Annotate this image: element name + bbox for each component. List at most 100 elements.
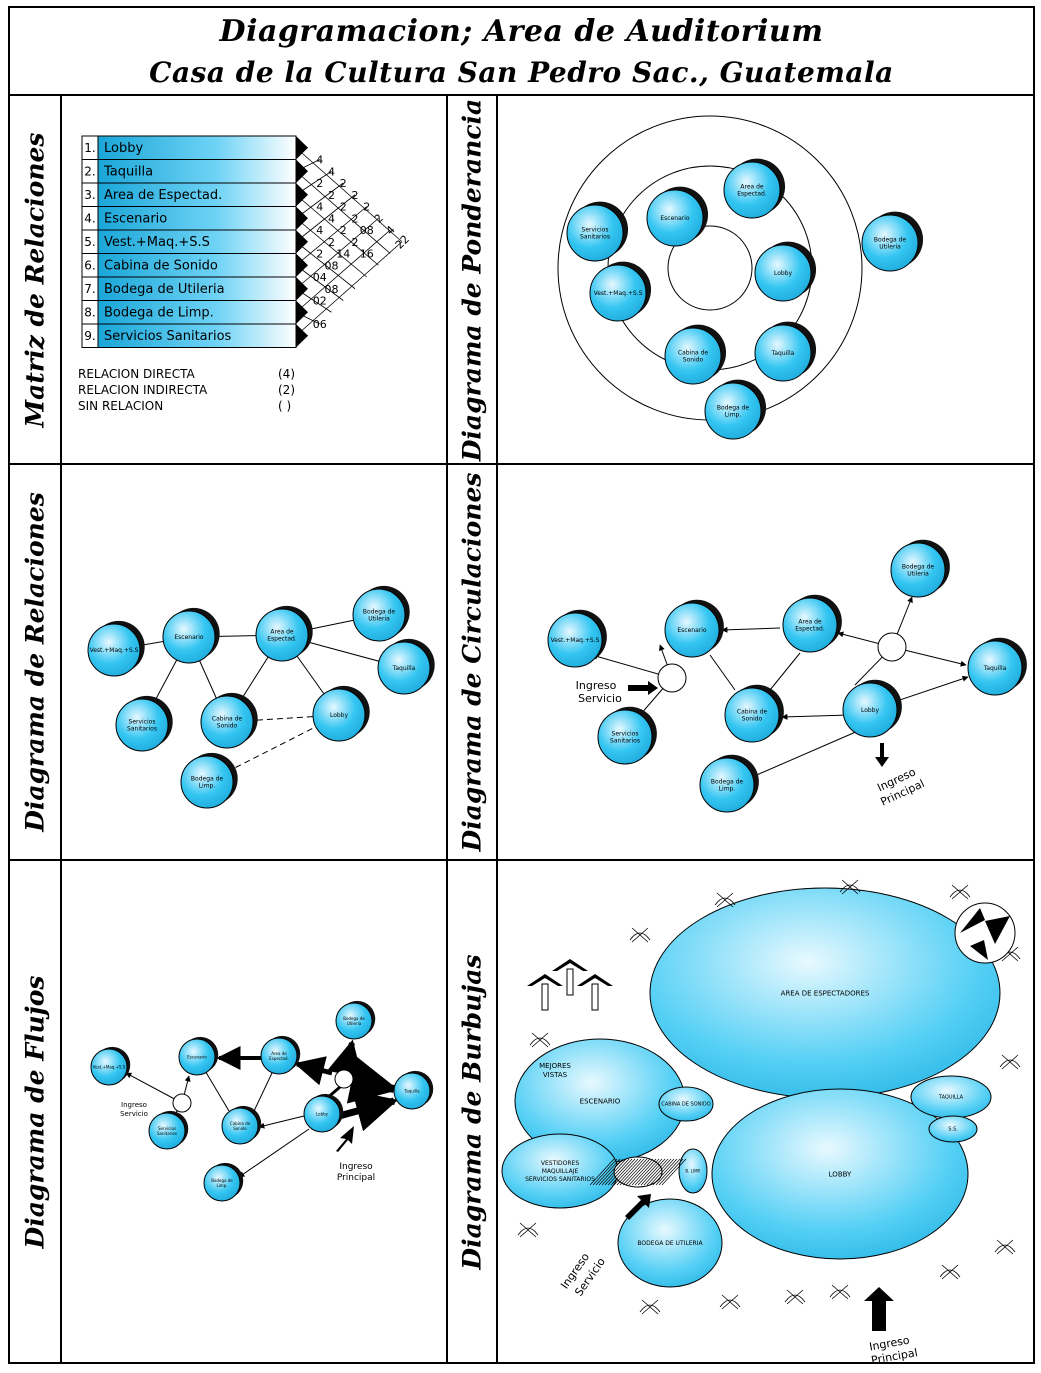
circulation-arrow — [781, 713, 851, 720]
bubble-label: S.S. — [948, 1127, 958, 1133]
matrix-grid-line — [295, 288, 332, 313]
row-divider-1 — [10, 463, 1033, 465]
legend-row: RELACION INDIRECTA (2) — [78, 382, 295, 398]
view-marker — [829, 1284, 851, 1300]
node-label: Servicios — [582, 227, 609, 234]
vista-roof — [577, 974, 613, 986]
row-number: 9. — [84, 329, 95, 343]
hatch-line — [619, 1158, 645, 1186]
node-circle — [754, 244, 812, 302]
view-line — [996, 1239, 1014, 1255]
matrix-value: 2 — [352, 236, 359, 249]
node-circle — [352, 588, 406, 642]
row-number: 6. — [84, 259, 95, 273]
matrix-grid-line — [295, 147, 403, 243]
node-label: Vest.+Maq.+S.S — [90, 647, 139, 654]
node-vestidores: Vest.+Maq.+S.S — [547, 609, 607, 668]
node-circle — [87, 623, 141, 677]
view-arc — [839, 884, 861, 893]
view-arc — [994, 1244, 1016, 1253]
matrix-value: 08 — [325, 259, 339, 272]
matrix-value: 08 — [325, 283, 339, 296]
label-circulaciones: Diagrama de Circulaciones — [457, 472, 487, 852]
bubble-ellipse — [928, 1115, 978, 1143]
hatch-line — [598, 1158, 624, 1186]
node-taquilla: Taquilla — [967, 637, 1027, 696]
node-lobby: Lobby — [312, 685, 370, 742]
node-label: Sonido — [233, 1126, 247, 1131]
node-circle — [699, 757, 755, 813]
label-relaciones: Diagrama de Relaciones — [20, 492, 50, 832]
service-entry-arrow — [625, 1194, 651, 1220]
circulation-line — [709, 654, 736, 691]
node-label: Bodega de — [874, 237, 906, 244]
node-label: Vest.+Maq.+S.S — [93, 1064, 126, 1069]
mejores-vistas-icon — [527, 959, 613, 1011]
node-label: Escenario — [187, 1054, 207, 1059]
legend-row: RELACION DIRECTA (4) — [78, 366, 295, 382]
vista-post — [541, 983, 549, 1011]
label-cell-circulaciones: Diagrama de Circulaciones — [448, 465, 498, 859]
main-title: Diagramacion; Area de Auditorium — [219, 14, 824, 49]
bubble-ellipse — [711, 1088, 969, 1260]
row-number: 4. — [84, 212, 95, 226]
bubble-servicios-sanitarios: S.S. — [928, 1115, 978, 1143]
view-arc — [939, 1269, 961, 1278]
view-line — [941, 1264, 959, 1280]
node-circle — [597, 709, 653, 765]
view-marker — [529, 1032, 551, 1048]
matrix-grid-line — [295, 229, 391, 313]
node-label: Limp. — [725, 412, 742, 419]
node-label: Sanitarios — [157, 1131, 177, 1136]
node-label: Sanitarios — [580, 234, 610, 241]
node-label: Taquilla — [403, 1088, 420, 1093]
legend-label: SIN RELACION — [78, 399, 164, 413]
node-circle — [148, 1112, 186, 1150]
view-marker — [714, 892, 736, 908]
node-circle — [547, 612, 603, 668]
hatch-line — [643, 1158, 669, 1186]
matrix-row: 7.Bodega de Utileria — [81, 276, 308, 301]
bubble-label: TAQUILLA — [938, 1095, 964, 1101]
node-lobby: Lobby — [754, 241, 817, 302]
bubble-cabina: CABINA DE SONIDO — [658, 1086, 714, 1122]
node-label: Utileria — [368, 616, 390, 623]
bubble-area-espectadores: AREA DE ESPECTADORES — [649, 887, 1001, 1099]
matrix-grid-line — [295, 182, 344, 219]
node-label: Sanitarios — [610, 738, 640, 745]
matrix-grid-line — [295, 217, 368, 278]
main-entry-arrow — [336, 1126, 354, 1152]
node-escenario: Escenario — [664, 599, 724, 658]
node-circle — [162, 610, 216, 664]
node-circle — [335, 1002, 373, 1040]
circulation-arrow — [751, 730, 859, 778]
node-circle — [303, 1095, 341, 1133]
row-marker — [296, 300, 308, 324]
row-label: Vest.+Maq.+S.S — [104, 235, 210, 250]
node-circle — [178, 1038, 216, 1076]
vista-roof — [552, 959, 588, 971]
hatch-line — [616, 1158, 642, 1186]
row-label: Taquilla — [103, 165, 153, 180]
label-matriz: Matriz de Relaciones — [20, 131, 50, 428]
label-flujos: Diagrama de Flujos — [20, 975, 50, 1248]
matrix-value: 2 — [363, 201, 370, 214]
node-escenario: Escenario — [162, 607, 220, 664]
main-hub — [864, 632, 919, 662]
matrix-value: 4 — [316, 201, 323, 214]
legend-code: (2) — [278, 383, 295, 397]
node-label: Espectad. — [269, 1056, 289, 1061]
view-line — [641, 1299, 659, 1315]
view-arc — [949, 889, 971, 898]
view-marker — [639, 1299, 661, 1315]
